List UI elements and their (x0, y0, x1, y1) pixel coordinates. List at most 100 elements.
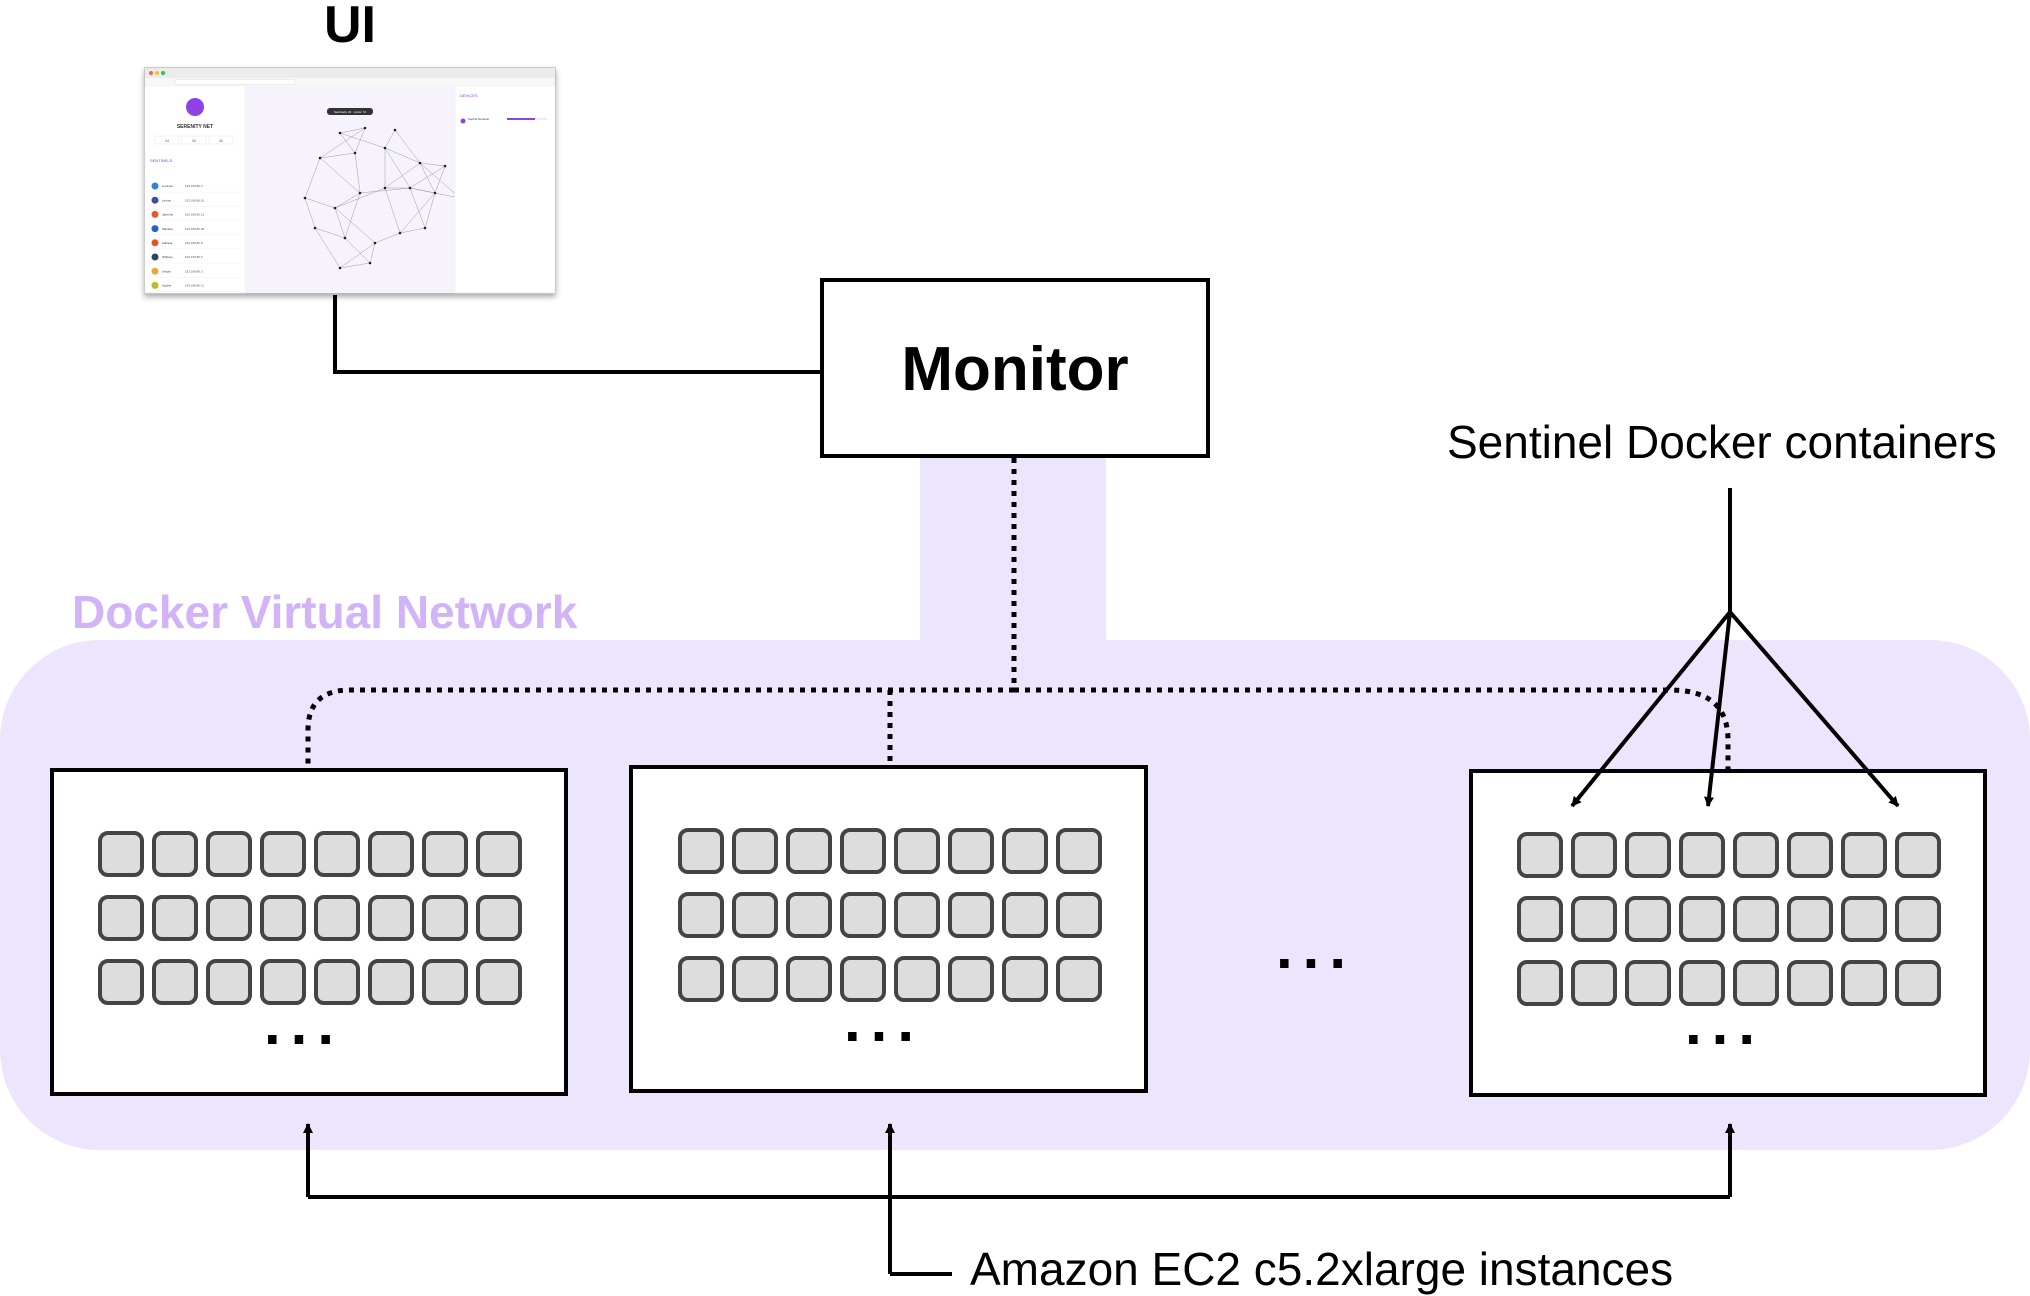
svg-text:Ursula: Ursula (162, 269, 171, 273)
sentinel-container (1002, 828, 1048, 874)
ec2-instance-3: ... (1469, 769, 1987, 1097)
sentinel-container (260, 831, 306, 877)
sentinel-container (1002, 892, 1048, 938)
sentinel-container (732, 956, 778, 1002)
sentinel-container (1895, 896, 1941, 942)
sentinel-container (840, 828, 886, 874)
os-icon (151, 196, 159, 204)
sentinel-container (1056, 956, 1102, 1002)
sentinel-container (1733, 896, 1779, 942)
sentinel-arrows (1570, 488, 1900, 808)
sentinel-container (1733, 832, 1779, 878)
ui-monitor-link (333, 295, 822, 374)
sentinel-container (314, 831, 360, 877)
sentinel-container (152, 895, 198, 941)
sentinel-container (1787, 960, 1833, 1006)
sentinel-container (1679, 960, 1725, 1006)
sentinel-container (1002, 956, 1048, 1002)
sentinel-list-item: Whitney 192.168.86.3 (149, 253, 241, 264)
svg-text:192.168.86.10: 192.168.86.10 (185, 198, 205, 202)
sentinels-section-title: SENTINELS (150, 158, 173, 163)
ec2-bracket (303, 1123, 1735, 1276)
sentinel-container (1895, 832, 1941, 878)
sentinel-container (1625, 896, 1671, 942)
sentinel-container (948, 956, 994, 1002)
sentinel-container (206, 895, 252, 941)
svg-text:192.168.86.8: 192.168.86.8 (185, 241, 203, 245)
sentinel-container (260, 959, 306, 1005)
sentinel-container (1679, 832, 1725, 878)
os-icon (151, 267, 159, 275)
sentinel-container (1056, 892, 1102, 938)
svg-text:192.168.86.11: 192.168.86.11 (185, 284, 204, 288)
sentinel-container (314, 959, 360, 1005)
more-containers-ellipsis: ... (844, 987, 924, 1054)
ui-label: UI (324, 0, 376, 54)
os-icon (151, 182, 159, 190)
sentinel-container (678, 956, 724, 1002)
sentinel-containers-label: Sentinel Docker containers (1447, 416, 1997, 468)
sentinel-container (476, 959, 522, 1005)
sentinel-container (368, 831, 414, 877)
os-icon (151, 281, 159, 289)
sentinel-container (948, 892, 994, 938)
sentinel-container (840, 956, 886, 1002)
sentinel-container (98, 831, 144, 877)
sentinel-container (1787, 896, 1833, 942)
sentinel-container (678, 892, 724, 938)
svg-text:192.168.86.5: 192.168.86.5 (185, 269, 203, 273)
sentinel-container (1517, 960, 1563, 1006)
sentinel-container (1733, 960, 1779, 1006)
sentinel-container (1571, 896, 1617, 942)
sentinel-container (1841, 832, 1887, 878)
os-icon (151, 225, 159, 233)
sentinel-container (152, 831, 198, 877)
sentinel-container (894, 892, 940, 938)
devices-section-title: DEVICES (460, 93, 478, 98)
sentinel-container (786, 892, 832, 938)
ec2-instances-label: Amazon EC2 c5.2xlarge instances (970, 1243, 1673, 1295)
svg-text:Whitney: Whitney (162, 255, 173, 259)
svg-text:Adriana: Adriana (162, 241, 173, 245)
graph-tooltip: Sentinels: 24 · Links: 72 (334, 110, 366, 114)
sentinel-container (260, 895, 306, 941)
os-icon (151, 253, 159, 261)
sentinel-container (894, 828, 940, 874)
sentinel-list-item: Lucinda 192.168.86.4 (149, 182, 241, 193)
os-icon (151, 239, 159, 247)
svg-text:192.168.86.26: 192.168.86.26 (185, 227, 205, 231)
svg-text:Lucinda: Lucinda (162, 184, 173, 188)
sentinel-container (422, 959, 468, 1005)
sentinel-container (1679, 896, 1725, 942)
device-name: Sophia Sentinel (468, 117, 489, 121)
svg-text:192.168.86.4: 192.168.86.4 (185, 184, 203, 188)
stat-value: 40 (219, 139, 223, 143)
ec2-instance-1: ... (50, 768, 568, 1096)
svg-text:Lemon: Lemon (162, 198, 172, 202)
monitor-box (820, 278, 1210, 458)
sentinel-container (314, 895, 360, 941)
more-instances-ellipsis: ... (1276, 914, 1356, 981)
sentinel-container (786, 828, 832, 874)
sentinel-container (1517, 896, 1563, 942)
network-links (305, 458, 1731, 770)
sentinel-container (368, 959, 414, 1005)
sentinel-container (1517, 832, 1563, 878)
network-graph (303, 126, 462, 270)
monitor-label: Monitor (901, 335, 1128, 404)
sentinel-container (152, 959, 198, 1005)
brand-name: SERENITY NET (177, 124, 213, 130)
sentinel-container (1787, 832, 1833, 878)
sentinel-container (1841, 960, 1887, 1006)
sentinel-container (1056, 828, 1102, 874)
ec2-instance-2: ... (629, 765, 1148, 1093)
svg-text:Jasmine: Jasmine (162, 213, 174, 217)
svg-text:192.168.86.3: 192.168.86.3 (185, 255, 203, 259)
sentinel-container (98, 959, 144, 1005)
more-containers-ellipsis: ... (1685, 990, 1765, 1057)
sentinel-container (678, 828, 724, 874)
